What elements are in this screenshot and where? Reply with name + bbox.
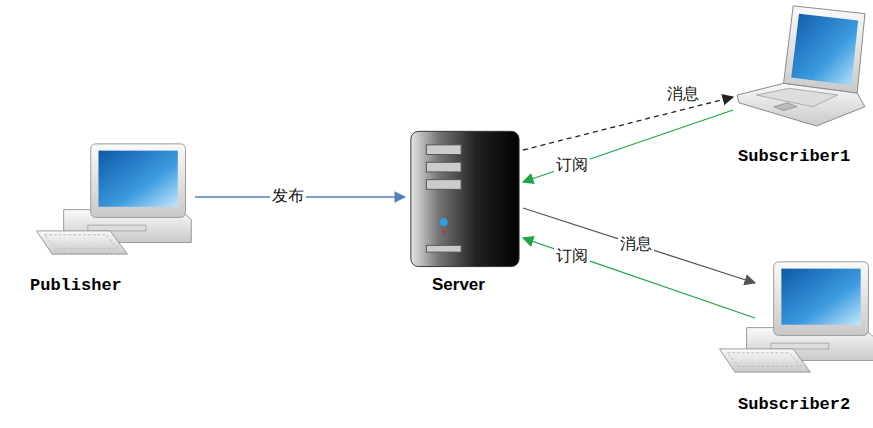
edge-label: 消息 xyxy=(665,84,701,104)
node-label: Publisher xyxy=(30,276,122,295)
computer-node: Publisher xyxy=(25,138,195,298)
node-label: Subscriber1 xyxy=(738,147,850,166)
computer-icon xyxy=(30,140,195,258)
computer-node: Subscriber1 xyxy=(733,2,869,168)
connector-arrow xyxy=(523,110,733,182)
node-label: Subscriber2 xyxy=(738,395,850,414)
edge-label: 订阅 xyxy=(554,155,590,175)
edge-label: 发布 xyxy=(270,186,306,206)
edge-label: 订阅 xyxy=(554,246,590,266)
computer-node: Server xyxy=(405,125,523,300)
computer-icon xyxy=(733,2,867,128)
connector-arrow xyxy=(523,97,733,150)
computer-icon xyxy=(407,127,521,269)
computer-node: Subscriber2 xyxy=(755,255,871,418)
node-label: Server xyxy=(432,275,485,295)
computer-icon xyxy=(713,258,873,376)
edge-label: 消息 xyxy=(618,234,654,254)
connector-arrow xyxy=(523,208,755,283)
